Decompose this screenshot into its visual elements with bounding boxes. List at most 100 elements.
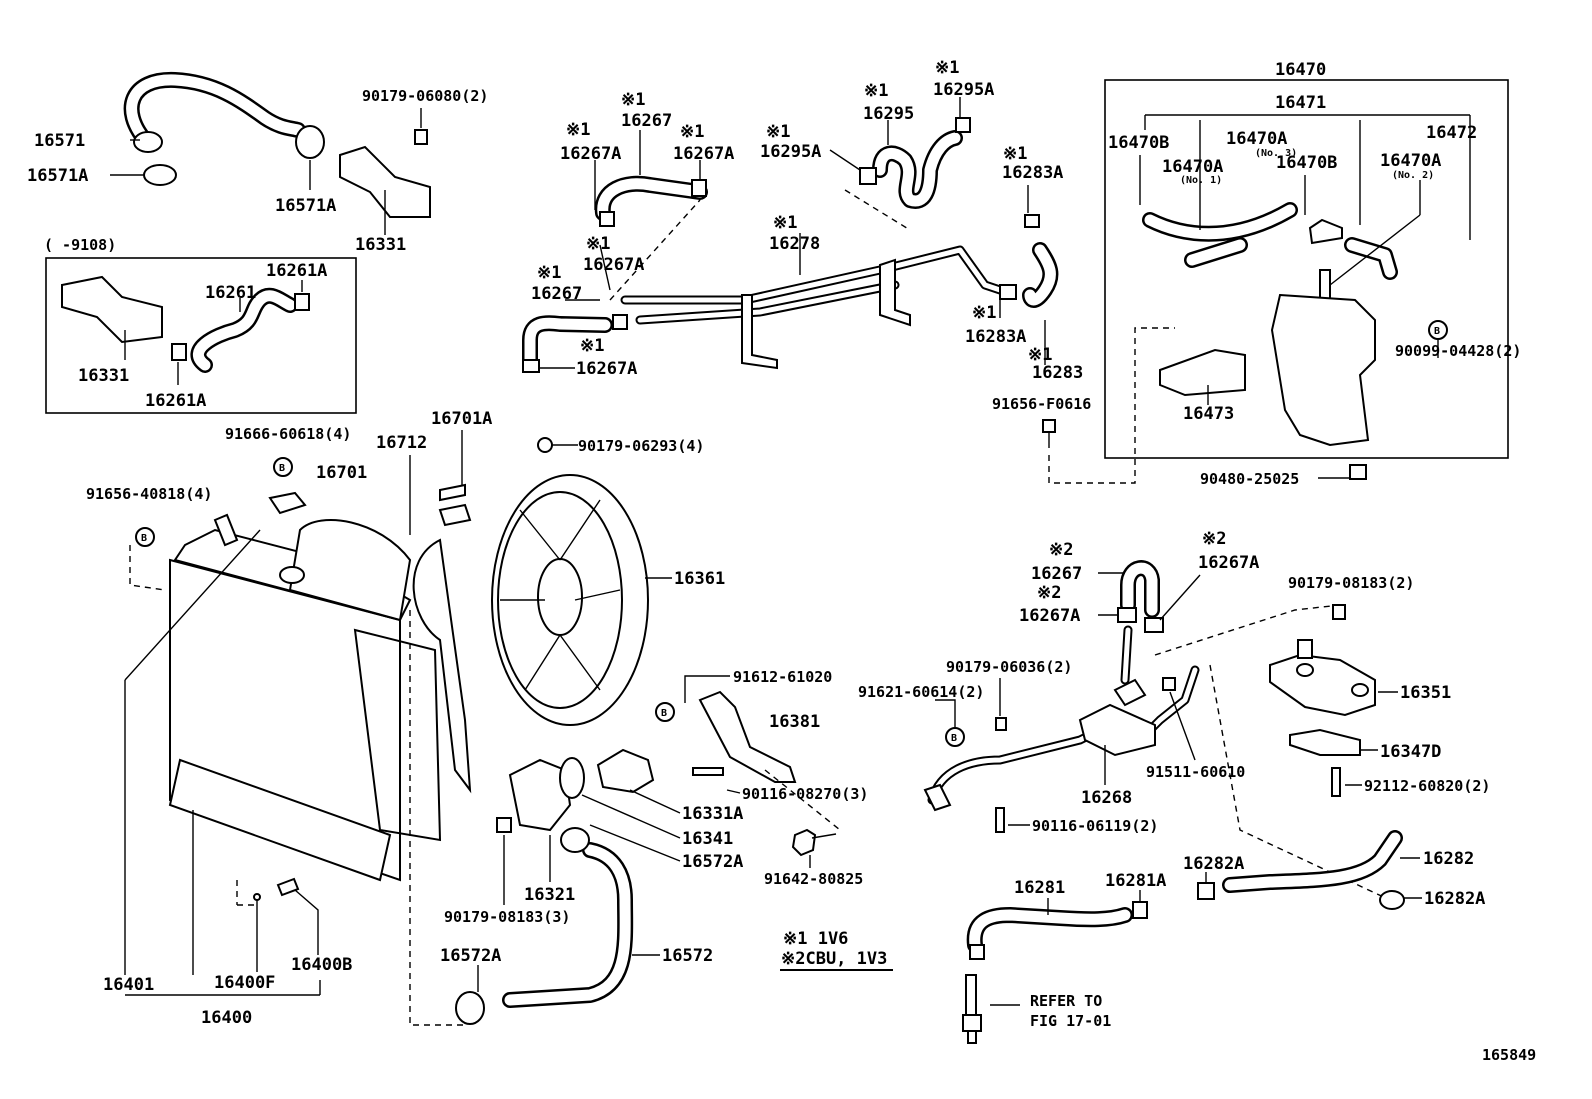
marker-b-radiator-top: [273, 457, 293, 477]
water-bypass-pipe-16268: [923, 625, 1200, 812]
label-16267-a-mark: ※1: [621, 90, 645, 110]
label-16470A-a: 16470A: [1226, 129, 1287, 149]
label-16267-b: 16267: [531, 284, 582, 304]
label-16267-c-mark: ※2: [1049, 540, 1073, 560]
marker-b-pipe-text: B: [951, 733, 957, 744]
stud-92112-60820: [1331, 767, 1341, 797]
label-16283A-b: 16283A: [965, 327, 1026, 347]
stud-90116-08270: [692, 767, 724, 776]
refer-line2: FIG 17-01: [1030, 1012, 1111, 1030]
marker-b-radiator-left-text: B: [141, 533, 147, 544]
label-16267A-a-mark: ※1: [566, 120, 590, 140]
label-16281A: 16281A: [1105, 871, 1166, 891]
reservoir-hoses: [1142, 202, 1398, 306]
label-16278: 16278: [769, 234, 820, 254]
label-16267A-e-mark: ※2: [1037, 583, 1061, 603]
heater-hose-pipe-group: [522, 117, 1059, 373]
label-16261A-top: 16261A: [266, 261, 327, 281]
inset-parts: [61, 275, 310, 373]
label-91621-60614: 91621-60614(2): [858, 683, 984, 701]
label-16470B-b: 16470B: [1276, 153, 1337, 173]
fan-shroud: [412, 483, 472, 794]
label-16473: 16473: [1183, 404, 1234, 424]
label-91666-60618: 91666-60618(4): [225, 425, 351, 443]
label-16267A-b-mark: ※1: [680, 122, 704, 142]
label-16470B-a: 16470B: [1108, 133, 1169, 153]
lower-radiator-hose: [455, 827, 634, 1025]
inset-box: [45, 257, 357, 414]
label-16283A-a: 16283A: [1002, 163, 1063, 183]
label-16572: 16572: [662, 946, 713, 966]
bypass-hose: [1117, 560, 1164, 633]
label-16267A-d-mark: ※1: [580, 336, 604, 356]
label-16283: 16283: [1032, 363, 1083, 383]
label-16267A-f-mark: ※2: [1202, 529, 1226, 549]
label-16267-c: 16267: [1031, 564, 1082, 584]
label-16283A-a-mark: ※1: [1003, 144, 1027, 164]
bracket-16381: [698, 690, 797, 783]
label-16347D: 16347D: [1380, 742, 1441, 762]
thermostat-16331A: [596, 748, 655, 794]
label-16267A-d: 16267A: [576, 359, 637, 379]
water-outlet-16351: [1269, 639, 1376, 717]
label-16267-b-mark: ※1: [537, 263, 561, 283]
label-16295-mark: ※1: [864, 81, 888, 101]
label-16321: 16321: [524, 885, 575, 905]
reservoir-box: [1104, 79, 1509, 459]
label-16331A: 16331A: [682, 804, 743, 824]
label-16283-mark: ※1: [1028, 345, 1052, 365]
label-16281: 16281: [1014, 878, 1065, 898]
marker-b-bracket: [655, 702, 675, 722]
marker-b-radiator-top-text: B: [279, 463, 285, 474]
radiator-assembly: [168, 491, 442, 882]
label-16295A-a: 16295A: [760, 142, 821, 162]
marker-b-bracket-text: B: [661, 708, 667, 719]
label-16571: 16571: [34, 131, 85, 151]
label-90116-06119: 90116-06119(2): [1032, 817, 1158, 835]
label-91656-40818: 91656-40818(4): [86, 485, 212, 503]
label-91656-F0616: 91656-F0616: [992, 395, 1091, 413]
label-16572A-a: 16572A: [682, 852, 743, 872]
label-16267-a: 16267: [621, 111, 672, 131]
label-16571A-right: 16571A: [275, 196, 336, 216]
label-16278-mark: ※1: [773, 213, 797, 233]
label-16267A-b: 16267A: [673, 144, 734, 164]
stud-90116-06119: [995, 807, 1005, 833]
label-16267A-c-mark: ※1: [586, 234, 610, 254]
label-16701A: 16701A: [431, 409, 492, 429]
label-16283A-b-mark: ※1: [972, 303, 996, 323]
label-16400B: 16400B: [291, 955, 352, 975]
label-16400: 16400: [201, 1008, 252, 1028]
label-16351: 16351: [1400, 683, 1451, 703]
label-16295A-b-mark: ※1: [935, 58, 959, 78]
inset-label: ( -9108): [44, 236, 116, 254]
label-16295A-a-mark: ※1: [766, 122, 790, 142]
gasket-16341: [559, 757, 585, 799]
label-16701: 16701: [316, 463, 367, 483]
label-92112-60820: 92112-60820(2): [1364, 777, 1490, 795]
label-16341: 16341: [682, 829, 733, 849]
label-16282A-a: 16282A: [1183, 854, 1244, 874]
label-16470A-c-no: (No. 2): [1392, 170, 1434, 181]
label-90179-06293: 90179-06293(4): [578, 437, 704, 455]
label-16331-inset: 16331: [78, 366, 129, 386]
label-91612-61020: 91612-61020: [733, 668, 832, 686]
label-16268: 16268: [1081, 788, 1132, 808]
marker-b-reservoir: [1428, 320, 1448, 340]
label-16267A-f: 16267A: [1198, 553, 1259, 573]
drain-cock-16400B: [276, 877, 300, 897]
upper-radiator-hose-group: [123, 71, 431, 218]
label-16470A-b: 16470A: [1162, 157, 1223, 177]
label-16572A-b: 16572A: [440, 946, 501, 966]
label-90116-08270: 90116-08270(3): [742, 785, 868, 803]
grommet-90480: [1349, 464, 1367, 480]
label-16472: 16472: [1426, 123, 1477, 143]
label-16470A-c: 16470A: [1380, 151, 1441, 171]
label-16471: 16471: [1275, 93, 1326, 113]
label-16400F: 16400F: [214, 973, 275, 993]
reservoir-tank: [1159, 293, 1376, 447]
label-16571A-left: 16571A: [27, 166, 88, 186]
label-90179-06080: 90179-06080(2): [362, 87, 488, 105]
water-inlet-16321: [508, 758, 572, 832]
